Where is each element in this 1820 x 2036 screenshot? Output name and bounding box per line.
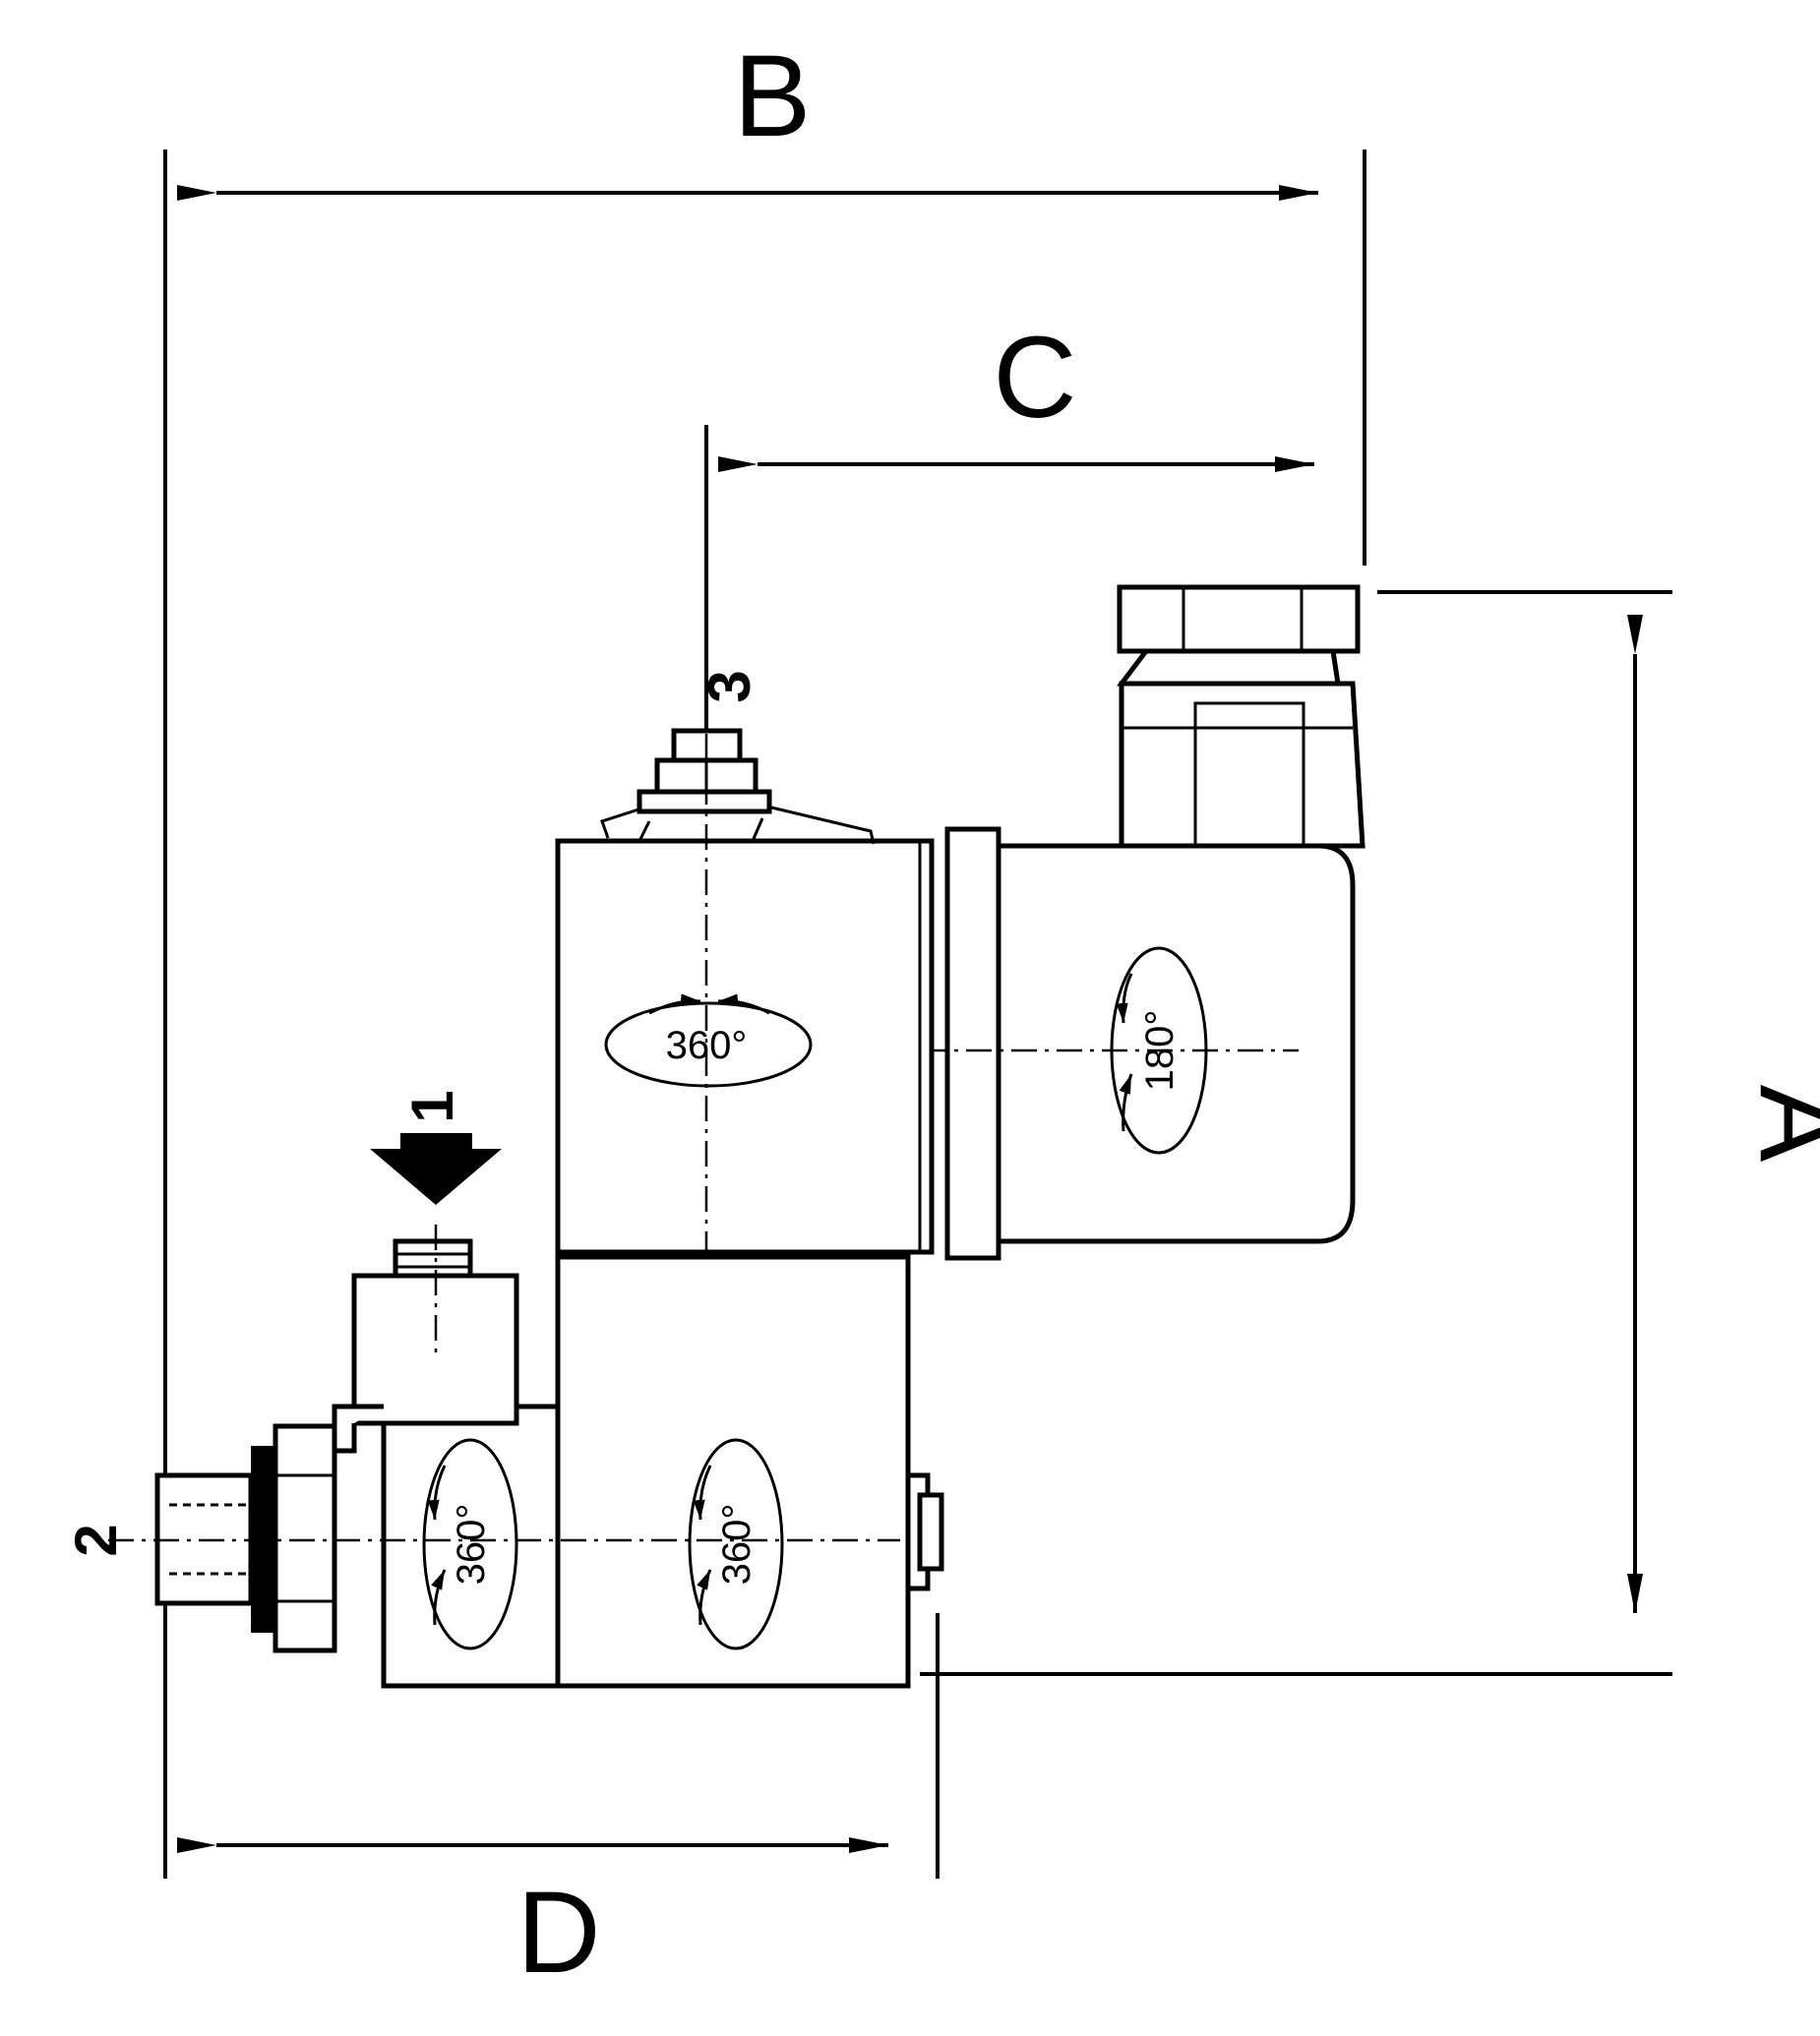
inlet-flow-arrow: 1 [370,1090,502,1205]
dimension-c: C [718,313,1314,472]
valve-body-right-block [555,1254,911,1689]
rotation-label-body-right: 360° [715,1504,758,1586]
dimension-b: B [177,31,1318,201]
port-label-1: 1 [399,1090,465,1122]
connector-cable-gland [1117,584,1361,654]
side-coil: 180° [876,826,1356,1261]
inlet-arrow-icon [370,1133,502,1205]
top-clip-right [766,805,876,845]
dimension-label-c: C [993,313,1076,443]
main-coil-body [555,838,935,1255]
main-coil: 360° [555,838,935,1255]
connector-neck [1116,648,1341,687]
valve-body-left-block [381,1404,561,1689]
rotation-ellipse-main-coil [604,1001,813,1088]
end-cap-knob [917,1492,944,1572]
inlet-fitting [393,1238,473,1279]
port-label-2: 2 [63,1524,129,1556]
rotation-ellipse-side-coil [1110,946,1208,1155]
outlet-fitting: 2 [63,1423,900,1653]
valve-body: 360° 360° [332,1225,944,1689]
dimension-d: D [177,1837,888,1998]
dimension-label-a: A [1735,1085,1820,1163]
outlet-hex-nut [273,1423,337,1653]
top-washer [637,789,772,814]
connector-housing [1119,681,1365,849]
dimension-label-b: B [734,31,812,161]
rotation-label-side-coil: 180° [1138,1010,1182,1092]
rotation-label-body-left: 360° [450,1504,493,1586]
side-coil-body [996,843,1356,1244]
connector-plug [1116,584,1365,849]
dimension-label-d: D [516,1868,600,1998]
top-clip-left [600,807,642,839]
rotation-ellipse-body-left [422,1438,518,1650]
rotation-ellipse-body-right [688,1438,784,1650]
side-coil-flange [944,826,1001,1261]
port-label-3: 3 [697,670,762,702]
top-nut-assembly: 3 [600,670,876,1298]
dimension-a: A [1627,615,1820,1613]
